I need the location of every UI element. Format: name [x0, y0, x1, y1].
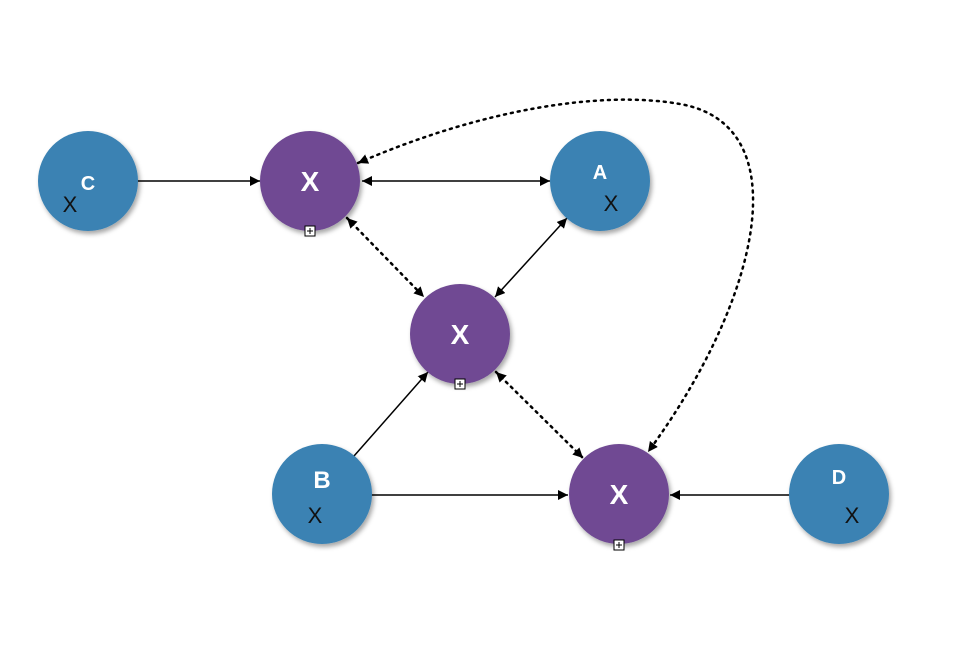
node-x3[interactable]	[569, 444, 669, 544]
edge-x2-x3	[494, 370, 585, 460]
node-c-x-mark: X	[63, 192, 78, 217]
node-b[interactable]	[272, 444, 372, 544]
node-x1[interactable]	[260, 131, 360, 231]
node-x3-circle	[569, 444, 669, 544]
node-x1-circle	[260, 131, 360, 231]
edge-x1-x2	[345, 216, 426, 299]
node-b-label: B	[313, 467, 330, 494]
node-x2-plus-box-icon[interactable]	[454, 378, 466, 390]
node-c[interactable]	[38, 131, 138, 231]
node-a[interactable]	[550, 131, 650, 231]
node-b-x-mark: X	[308, 503, 323, 528]
node-x2[interactable]	[410, 284, 510, 384]
node-x3-plus-box-icon[interactable]	[613, 539, 625, 551]
node-a-x-mark: X	[604, 191, 619, 216]
node-x1-label: X	[301, 166, 320, 197]
node-d[interactable]	[789, 444, 889, 544]
node-x2-label: X	[451, 319, 470, 350]
node-a-label: A	[593, 162, 607, 184]
node-c-label: C	[81, 173, 95, 195]
node-x2-circle	[410, 284, 510, 384]
node-d-label: D	[832, 467, 846, 489]
edge-b-x2	[353, 371, 429, 457]
node-x1-plus-box-icon[interactable]	[304, 225, 316, 237]
node-d-x-mark: X	[845, 503, 860, 528]
edge-x1-x3-curved	[356, 98, 755, 454]
node-x3-label: X	[610, 479, 629, 510]
node-d-circle	[789, 444, 889, 544]
node-a-circle	[550, 131, 650, 231]
node-b-circle	[272, 444, 372, 544]
edge-a-x2	[494, 217, 568, 298]
node-c-circle	[38, 131, 138, 231]
